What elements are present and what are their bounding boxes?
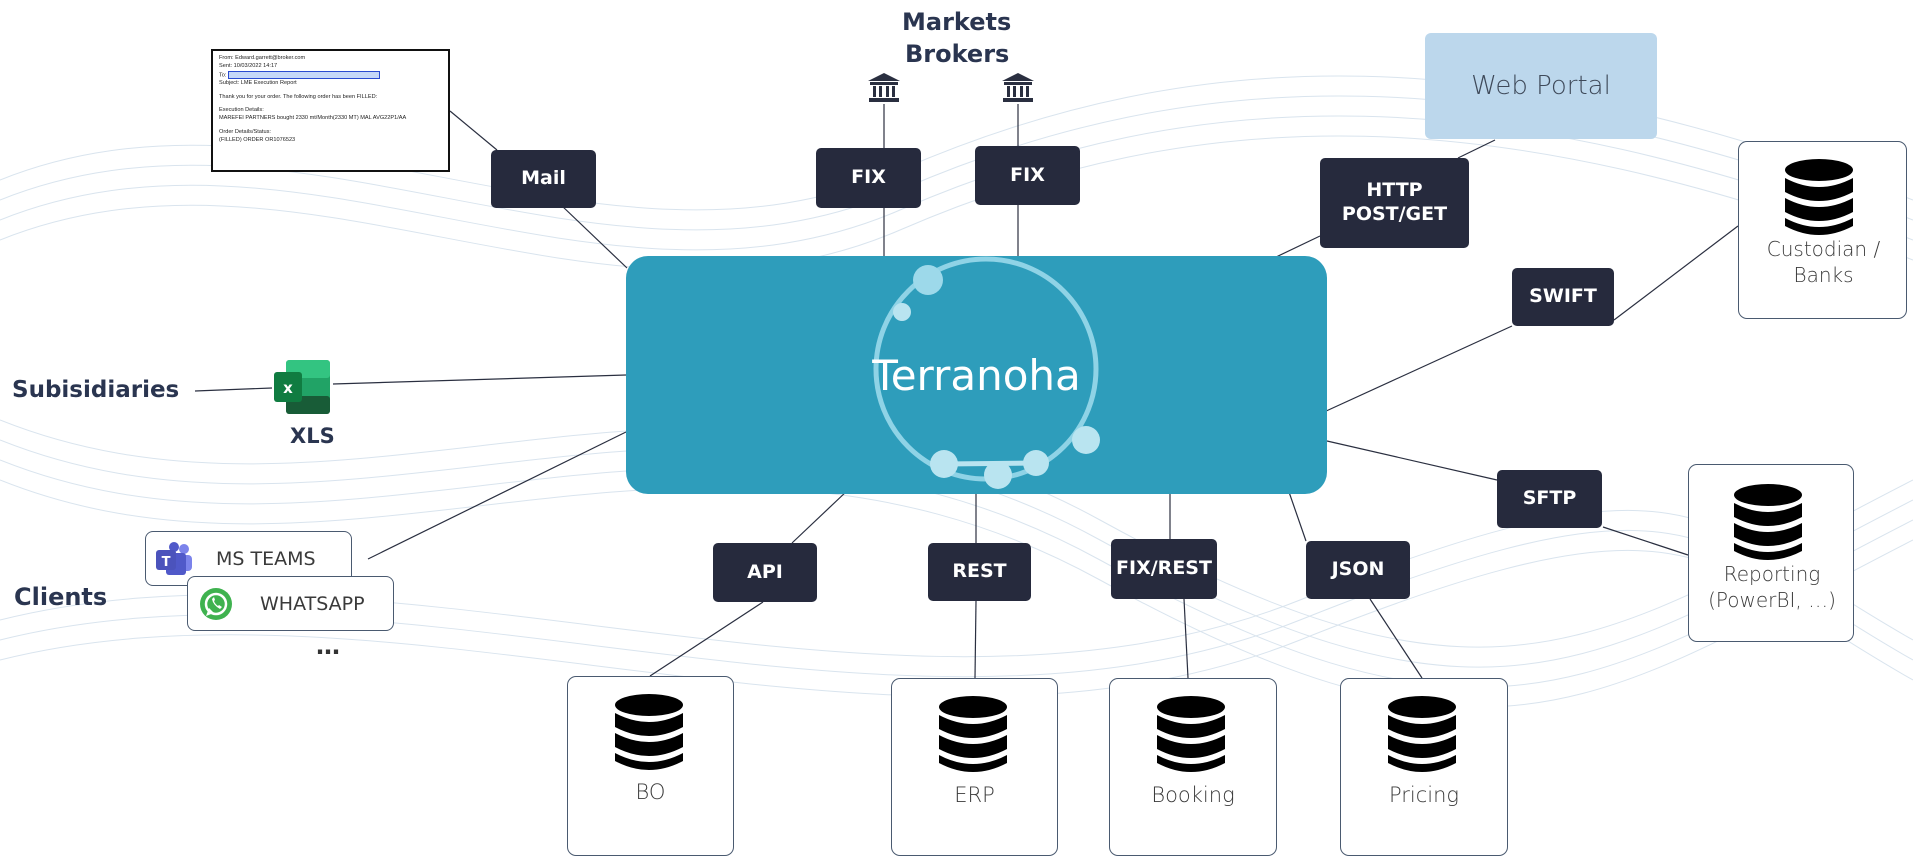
email-body-line: Execution Details:: [219, 107, 264, 114]
excel-icon: x: [274, 360, 330, 414]
tag-fix-rest: FIX/REST: [1111, 539, 1217, 599]
brokers-label: Brokers: [905, 40, 1010, 68]
email-from: From: Edward.garrett@broker.com: [219, 55, 306, 61]
database-icon: [1734, 484, 1802, 560]
terranoha-title: Terranoha: [872, 351, 1081, 400]
teams-icon: T: [156, 541, 192, 575]
custodian-label: Custodian / Banks: [1766, 237, 1881, 287]
custodian-box: Custodian / Banks: [1738, 141, 1907, 319]
tag-sftp: SFTP: [1497, 470, 1602, 528]
web-portal-label: Web Portal: [1471, 71, 1611, 101]
email-body-line: Thank you for your order. The following …: [219, 93, 378, 100]
pricing-box: Pricing: [1340, 678, 1508, 856]
clients-label: Clients: [14, 583, 108, 611]
svg-text:x: x: [283, 379, 293, 397]
whatsapp-icon: [200, 587, 232, 620]
tag-mail: Mail: [491, 150, 596, 208]
svg-text:T: T: [162, 555, 171, 570]
email-subject: Subject: LME Execution Report: [219, 79, 297, 86]
database-icon: [939, 696, 1007, 772]
bo-box: BO: [567, 676, 734, 856]
email-body-line: Order Details/Status:: [219, 129, 271, 136]
subsidiaries-label: Subisidiaries: [12, 377, 180, 403]
email-body-line: MAREFEI PARTNERS bought 2330 mt/Month(23…: [219, 115, 407, 122]
bo-label: BO: [635, 780, 666, 804]
email-recipient-highlight: [228, 70, 381, 79]
ms-teams-label: MS TEAMS: [216, 547, 316, 570]
tag-api: API: [713, 543, 817, 602]
email-to: To:: [219, 72, 227, 79]
reporting-label: Reporting (PowerBI, …): [1708, 562, 1836, 612]
tag-json: JSON: [1306, 541, 1410, 599]
terranoha-logo-ring: [873, 256, 1100, 489]
tag-rest: REST: [928, 543, 1031, 601]
erp-box: ERP: [891, 678, 1058, 856]
database-icon: [615, 694, 683, 770]
database-icon: [1157, 696, 1225, 772]
pricing-label: Pricing: [1388, 783, 1460, 807]
email-sent: Sent: 10/03/2022 14:17: [219, 62, 278, 69]
email-to-row: To:: [219, 70, 442, 80]
markets-label: Markets: [902, 8, 1012, 36]
erp-label: ERP: [954, 783, 995, 807]
more-clients-ellipsis: …: [316, 632, 340, 660]
tag-fix-1: FIX: [816, 148, 921, 208]
whatsapp-chip: WHATSAPP: [187, 576, 394, 631]
email-body-line: (FILLED) ORDER OR1076523: [219, 136, 296, 143]
bank-icon: [868, 73, 900, 102]
tag-fix-2: FIX: [975, 146, 1080, 205]
booking-box: Booking: [1109, 678, 1277, 856]
bank-icon: [1002, 73, 1034, 102]
booking-label: Booking: [1151, 783, 1235, 807]
database-icon: [1785, 159, 1853, 235]
terranoha-hub: Terranoha: [626, 256, 1327, 494]
tag-http: HTTP POST/GET: [1320, 158, 1469, 248]
whatsapp-label: WHATSAPP: [260, 592, 365, 615]
web-portal-box: Web Portal: [1425, 33, 1657, 139]
database-icon: [1388, 696, 1456, 772]
xls-label: XLS: [290, 424, 335, 448]
email-preview: From: Edward.garrett@broker.com Sent: 10…: [211, 49, 450, 172]
tag-swift: SWIFT: [1512, 268, 1614, 326]
reporting-box: Reporting (PowerBI, …): [1688, 464, 1854, 642]
